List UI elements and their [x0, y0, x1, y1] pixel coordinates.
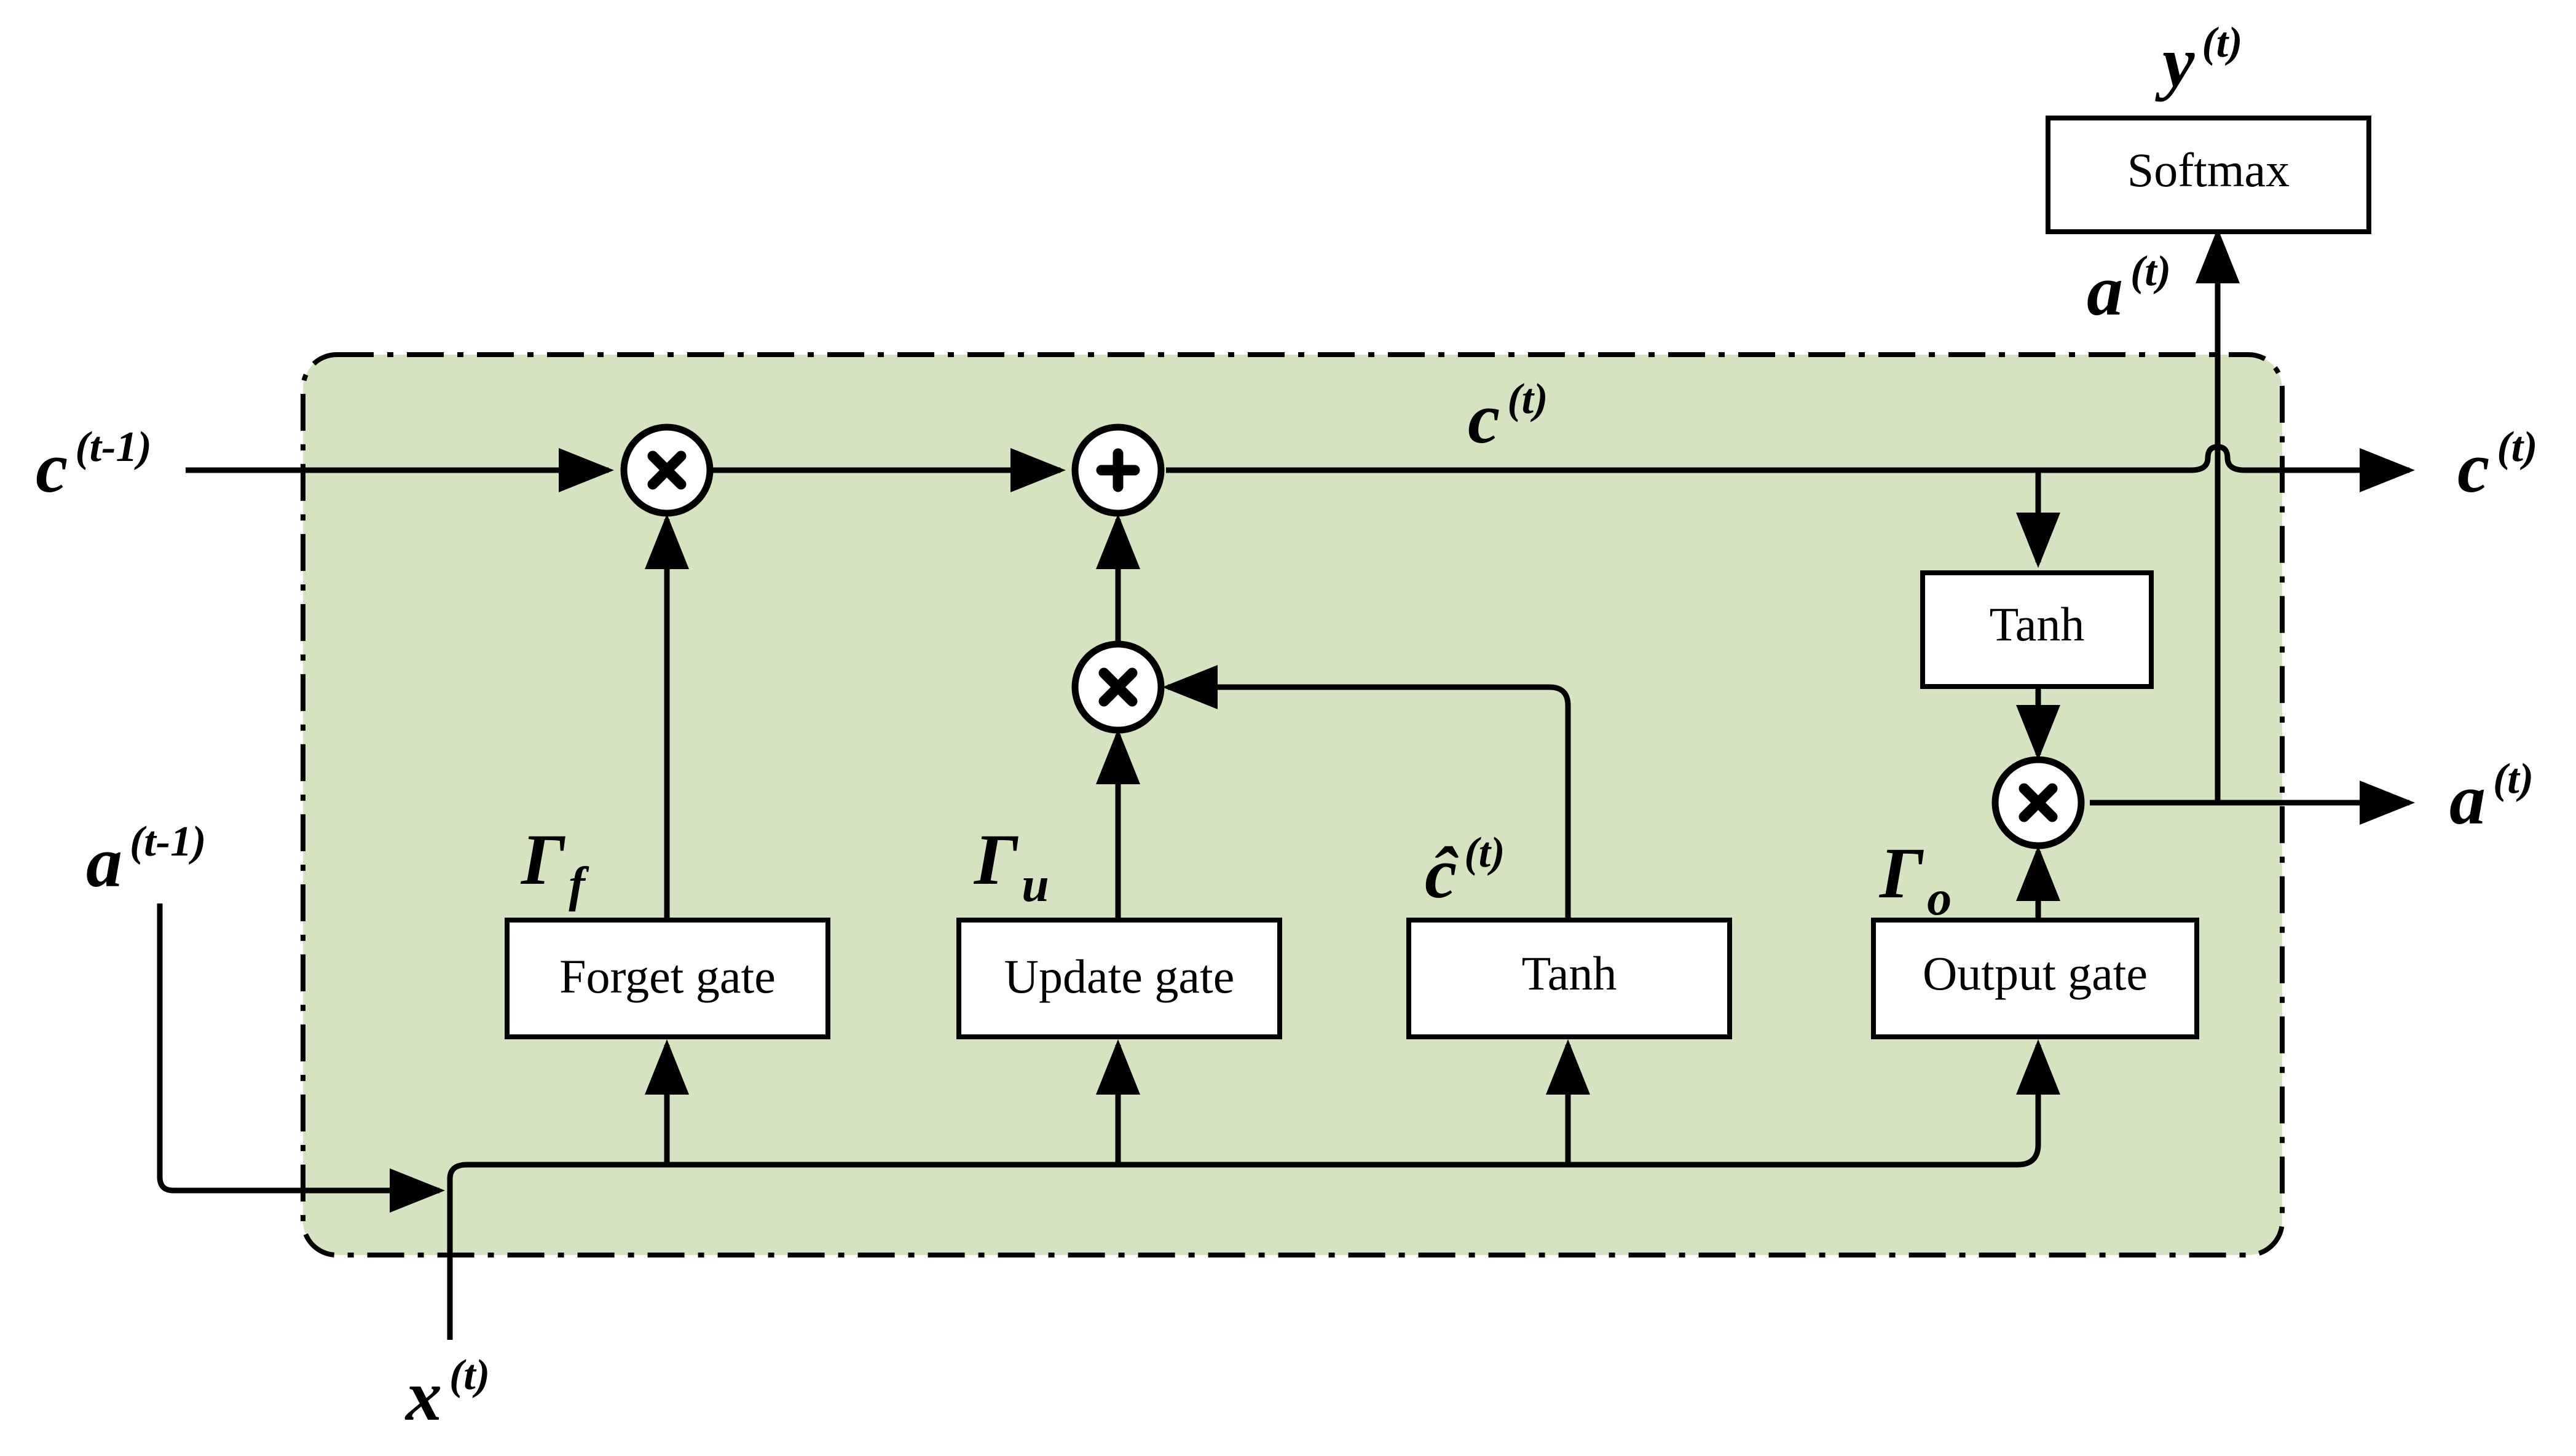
label-y-t: y(t)	[2155, 19, 2242, 102]
label-gamma-u: Γu	[973, 819, 1049, 912]
tanh-candidate-box: Tanh	[1406, 918, 1732, 1039]
tanh-candidate-label: Tanh	[1522, 946, 1617, 1000]
softmax-label: Softmax	[2127, 143, 2290, 197]
update-gate-box: Update gate	[956, 918, 1282, 1039]
output-multiply-icon	[1991, 756, 2085, 849]
output-gate-box: Output gate	[1871, 918, 2199, 1039]
label-a-prev: a(t-1)	[86, 818, 206, 902]
label-c-t-mid: c(t)	[1468, 376, 1548, 458]
label-c-t-out: c(t)	[2457, 423, 2537, 508]
forget-gate-label: Forget gate	[559, 950, 776, 1003]
forget-multiply-icon	[620, 423, 714, 517]
output-gate-label: Output gate	[1923, 946, 2148, 1000]
wire-x-bus	[447, 1039, 2060, 1340]
update-add-icon	[1071, 423, 1165, 517]
tanh-cell-box: Tanh	[1920, 570, 2154, 689]
forget-gate-box: Forget gate	[505, 918, 830, 1039]
update-gate-label: Update gate	[1004, 950, 1235, 1003]
label-a-t-out: a(t)	[2449, 755, 2534, 840]
label-c-prev: c(t-1)	[36, 423, 152, 508]
lstm-cell-region	[301, 352, 2285, 1257]
update-multiply-icon	[1071, 640, 1165, 734]
softmax-box: Softmax	[2046, 116, 2371, 234]
label-gamma-o: Γo	[1878, 833, 1952, 926]
label-c-hat: ĉ(t)	[1425, 829, 1505, 913]
tanh-cell-label: Tanh	[1990, 597, 2085, 651]
label-x-t: x(t)	[404, 1352, 490, 1436]
wire-aprev-in	[157, 903, 445, 1213]
label-a-t-up: a(t)	[2087, 248, 2171, 331]
wire-candidate-to-update-mult	[1162, 665, 1571, 918]
